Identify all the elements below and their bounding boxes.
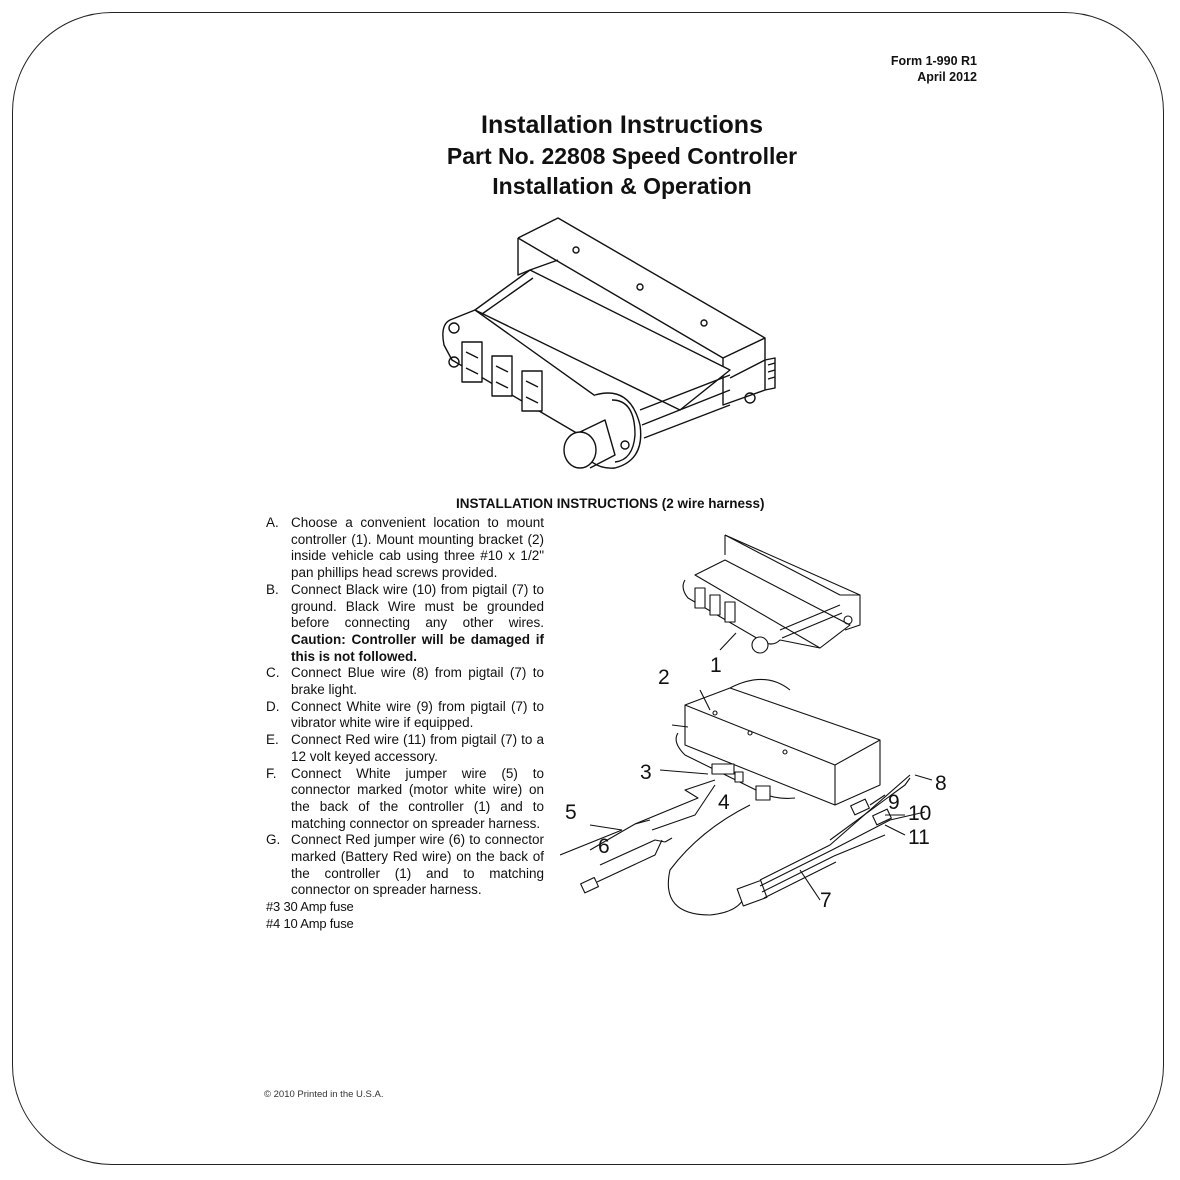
step-body: Choose a convenient location to mount co… — [291, 515, 544, 581]
instruction-step-d: D. Connect White wire (9) from pigtail (… — [266, 699, 544, 732]
wiring-diagram: 1 2 3 4 5 6 7 8 9 10 11 — [559, 530, 980, 930]
callout-8: 8 — [935, 772, 947, 795]
step-body: Connect Red wire (11) from pigtail (7) t… — [291, 732, 544, 764]
step-text: Connect Black wire (10) from pigtail (7)… — [291, 582, 544, 666]
section-heading: INSTALLATION INSTRUCTIONS (2 wire harnes… — [456, 496, 765, 511]
fuse-note-3: #3 30 Amp fuse — [266, 899, 354, 915]
callout-9: 9 — [888, 791, 900, 814]
step-letter: G. — [266, 832, 281, 848]
document-title: Installation Instructions Part No. 22808… — [0, 110, 1180, 201]
step-body: Connect Blue wire (8) from pigtail (7) t… — [291, 665, 544, 698]
step-text: Connect Blue wire (8) from pigtail (7) t… — [291, 665, 544, 698]
step-letter: A. — [266, 515, 279, 530]
step-body: Connect Red jumper wire (6) to connector… — [291, 832, 544, 898]
step-text: Connect White wire (9) from pigtail (7) … — [291, 699, 544, 732]
callout-11: 11 — [908, 826, 930, 849]
callout-6: 6 — [598, 835, 610, 858]
step-body: Connect White wire (9) from pigtail (7) … — [291, 698, 544, 731]
step-letter: D. — [266, 698, 280, 714]
copyright-notice: © 2010 Printed in the U.S.A. — [264, 1089, 384, 1100]
instruction-list: A. Choose a convenient location to mount… — [266, 515, 544, 933]
callout-4: 4 — [718, 791, 730, 814]
page-border — [12, 12, 1164, 1165]
instruction-step-b: B. Connect Black wire (10) from pigtail … — [266, 582, 544, 666]
step-text: Connect Red wire (11) from pigtail (7) t… — [291, 732, 544, 765]
instruction-step-f: F. Connect White jumper wire (5) to conn… — [266, 766, 544, 833]
step-body: Connect Black wire (10) from pigtail (7)… — [291, 581, 544, 631]
instruction-step-a: A. Choose a convenient location to mount… — [266, 515, 544, 582]
instruction-step-e: E. Connect Red wire (11) from pigtail (7… — [266, 732, 544, 765]
callout-5: 5 — [565, 801, 577, 824]
callout-1: 1 — [710, 654, 722, 677]
step-text: Choose a convenient location to mount co… — [291, 515, 544, 582]
step-letter: B. — [266, 581, 279, 597]
step-letter: E. — [266, 732, 279, 748]
step-body: Connect White jumper wire (5) to connect… — [291, 765, 544, 831]
speed-controller-illustration — [442, 217, 776, 469]
step-text: Connect White jumper wire (5) to connect… — [291, 766, 544, 833]
instruction-step-g: G. Connect Red jumper wire (6) to connec… — [266, 832, 544, 899]
step-letter: F. — [266, 765, 277, 781]
callout-10: 10 — [908, 802, 932, 825]
form-identifier: Form 1-990 R1 April 2012 — [891, 53, 977, 85]
fuse-note-4: #4 10 Amp fuse — [266, 915, 354, 931]
form-date: April 2012 — [917, 70, 977, 84]
step-text: Connect Red jumper wire (6) to connector… — [291, 832, 544, 899]
title-line-3: Installation & Operation — [492, 173, 752, 199]
wiring-diagram-drawing — [559, 534, 933, 916]
instruction-step-c: C. Connect Blue wire (8) from pigtail (7… — [266, 665, 544, 698]
caution-text: Caution: Controller will be damaged if t… — [291, 631, 544, 664]
callout-7: 7 — [820, 889, 832, 912]
step-letter: C. — [266, 665, 280, 681]
title-line-1: Installation Instructions — [481, 111, 763, 139]
callout-3: 3 — [640, 761, 652, 784]
form-number: Form 1-990 R1 — [890, 54, 977, 68]
callout-2: 2 — [658, 666, 670, 689]
title-line-2: Part No. 22808 Speed Controller — [446, 143, 798, 169]
